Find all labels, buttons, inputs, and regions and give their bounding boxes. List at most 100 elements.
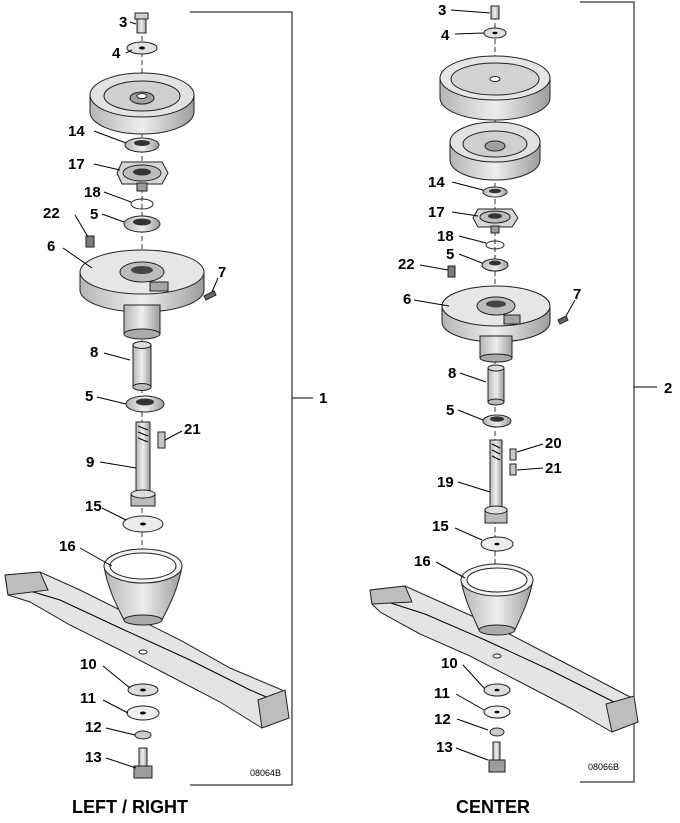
callout: 12 bbox=[85, 719, 102, 736]
callout: 10 bbox=[441, 655, 458, 672]
washer-11-hole bbox=[140, 711, 146, 715]
blade-lift-tail bbox=[369, 585, 413, 605]
callout: 7 bbox=[573, 286, 581, 303]
callout: 18 bbox=[84, 184, 101, 201]
spacer-tube-8 bbox=[132, 341, 152, 391]
callout: 17 bbox=[68, 156, 85, 173]
flange-housing-17 bbox=[472, 208, 519, 234]
center-assembly: 3 4 14 17 18 5 22 6 7 8 5 20 21 19 15 16… bbox=[369, 1, 672, 817]
callout: 18 bbox=[437, 228, 454, 245]
callout: 8 bbox=[448, 365, 456, 382]
callout: 5 bbox=[446, 402, 454, 419]
bolt-13 bbox=[133, 747, 153, 779]
bearing-5-lower-hole bbox=[136, 398, 154, 406]
callout: 17 bbox=[428, 204, 445, 221]
blade-cup-16 bbox=[103, 548, 183, 626]
callout: 16 bbox=[59, 538, 76, 555]
seal-ring-18 bbox=[130, 198, 154, 210]
drawing-code: 08066B bbox=[588, 762, 619, 772]
callout: 5 bbox=[90, 206, 98, 223]
callout: 11 bbox=[434, 685, 450, 702]
callout: 21 bbox=[545, 460, 562, 477]
spacer-tube-8 bbox=[487, 364, 505, 406]
washer-15-hole bbox=[494, 542, 500, 546]
blade-hole bbox=[138, 649, 148, 655]
blade-lift-tip bbox=[605, 695, 639, 733]
callout: 13 bbox=[436, 739, 453, 756]
grease-fitting bbox=[85, 235, 95, 248]
spindle-shaft-9 bbox=[130, 421, 156, 507]
lock-washer-12 bbox=[489, 727, 505, 737]
bolt-13 bbox=[488, 741, 506, 773]
bearing-5-lower-hole bbox=[490, 416, 504, 422]
bolt-top-head bbox=[134, 12, 149, 20]
lock-washer-12 bbox=[134, 730, 152, 740]
center-leader-lines bbox=[413, 9, 576, 761]
blade-edge bbox=[9, 584, 286, 706]
callout: 22 bbox=[43, 205, 60, 222]
callout: 11 bbox=[80, 690, 96, 707]
upper-pulley bbox=[439, 55, 551, 121]
bearing-14-hole bbox=[489, 188, 501, 194]
callout: 5 bbox=[446, 246, 454, 263]
washer-11-hole bbox=[494, 710, 500, 714]
callout: 5 bbox=[85, 388, 93, 405]
callout: 6 bbox=[403, 291, 411, 308]
callout: 21 bbox=[184, 421, 201, 438]
callout: 3 bbox=[119, 14, 127, 31]
blade-lift-tail bbox=[4, 571, 49, 596]
spindle-housing bbox=[441, 285, 551, 363]
callout: 4 bbox=[112, 45, 121, 62]
blade-lift-tip bbox=[257, 689, 290, 729]
spindle-housing bbox=[79, 249, 205, 340]
flange-housing-17 bbox=[116, 161, 169, 192]
left-right-assembly: 3 4 14 17 18 22 5 6 7 8 5 21 9 15 16 10 … bbox=[4, 11, 327, 817]
callout: 19 bbox=[437, 474, 454, 491]
grease-fitting bbox=[447, 265, 456, 278]
bearing-5-upper-hole bbox=[133, 218, 151, 226]
assembly-number: 2 bbox=[664, 380, 672, 397]
callout: 14 bbox=[68, 123, 85, 140]
washer-10-hole bbox=[140, 688, 146, 692]
washer-10-hole bbox=[494, 688, 500, 692]
washer-top-hole bbox=[492, 31, 498, 35]
callout: 4 bbox=[441, 27, 450, 44]
callout: 15 bbox=[85, 498, 102, 515]
assembly-bracket bbox=[580, 1, 635, 783]
callout: 14 bbox=[428, 174, 445, 191]
seal-ring-18 bbox=[485, 240, 505, 250]
callout: 15 bbox=[432, 518, 449, 535]
spindle-shaft-19 bbox=[484, 439, 508, 524]
key-20 bbox=[509, 448, 517, 461]
drawing-code: 08064B bbox=[250, 768, 281, 778]
bearing-14-hole bbox=[134, 140, 150, 146]
left-leader-lines bbox=[62, 21, 219, 769]
zerk-screw-7 bbox=[203, 290, 217, 301]
key-21 bbox=[157, 431, 166, 449]
callout: 6 bbox=[47, 238, 55, 255]
washer-top-hole bbox=[139, 46, 145, 50]
callout: 10 bbox=[80, 656, 97, 673]
callout: 9 bbox=[86, 454, 94, 471]
callout: 3 bbox=[438, 2, 446, 19]
bolt-top bbox=[490, 5, 500, 20]
callout: 7 bbox=[218, 264, 226, 281]
blade-hole bbox=[492, 653, 502, 659]
diagram-caption: LEFT / RIGHT bbox=[72, 797, 188, 817]
callout: 20 bbox=[545, 435, 562, 452]
lower-pulley bbox=[449, 121, 541, 181]
callout: 22 bbox=[398, 256, 415, 273]
washer-15-hole bbox=[140, 522, 146, 526]
callout: 8 bbox=[90, 344, 98, 361]
blade-cup-16 bbox=[460, 563, 534, 636]
zerk-screw-7 bbox=[557, 315, 569, 325]
key-21 bbox=[509, 463, 517, 476]
callout: 16 bbox=[414, 553, 431, 570]
bearing-5-upper-hole bbox=[489, 260, 501, 266]
callout: 13 bbox=[85, 749, 102, 766]
assembly-number: 1 bbox=[319, 390, 327, 407]
callout: 12 bbox=[434, 711, 451, 728]
pulley bbox=[89, 72, 195, 135]
diagram-caption: CENTER bbox=[456, 797, 530, 817]
